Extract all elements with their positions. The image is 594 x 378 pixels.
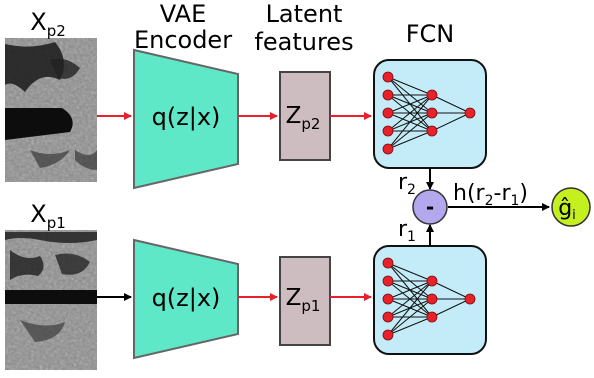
nn-node <box>382 311 394 323</box>
nn-edge <box>387 316 433 336</box>
nn-node <box>426 89 438 101</box>
output-function-label: h(r2-r1) <box>453 181 528 209</box>
result-label: ĝi <box>558 196 576 223</box>
nn-node <box>382 89 394 101</box>
nn-edge <box>387 112 433 150</box>
encoder-label-bottom: q(z|x) <box>152 284 221 312</box>
nn-node <box>426 107 438 119</box>
encoder-top <box>133 48 239 190</box>
nn-edge <box>431 94 471 114</box>
nn-node <box>382 143 394 155</box>
fcn-header: FCN <box>406 20 455 48</box>
result-circle <box>551 187 591 227</box>
latent-label-bottom: Zp1 <box>286 285 321 315</box>
r2-label: r2 <box>398 170 416 198</box>
nn-node <box>382 293 394 305</box>
latent-header-line1: Latent <box>266 0 343 28</box>
nn-node <box>426 293 438 305</box>
encoder-label-top: q(z|x) <box>152 103 221 131</box>
nn-node <box>382 71 394 83</box>
latent-box-bottom <box>279 256 331 346</box>
subtract-operator-icon <box>412 189 448 225</box>
nn-edge <box>387 280 433 318</box>
nn-edge <box>431 298 471 318</box>
nn-node <box>426 125 438 137</box>
nn-edge <box>387 76 433 96</box>
nn-node <box>464 107 476 119</box>
nn-edge <box>387 94 433 150</box>
nn-node <box>382 107 394 119</box>
nn-edge <box>387 280 433 300</box>
nn-edge <box>387 262 433 282</box>
vae-header-line2: Encoder <box>134 26 232 54</box>
nn-node <box>426 275 438 287</box>
encoder-bottom <box>133 238 239 360</box>
nn-node <box>382 125 394 137</box>
nn-edge <box>387 94 433 114</box>
latent-header-line2: features <box>254 28 353 56</box>
nn-edge <box>387 298 433 336</box>
latent-box-top <box>279 71 331 161</box>
mri-image-top <box>5 38 97 182</box>
diff-operator-label: - <box>426 195 434 219</box>
r1-label: r1 <box>398 217 416 245</box>
mri-image-bottom <box>5 230 97 370</box>
nn-node <box>426 311 438 323</box>
neural-network-icon <box>382 257 476 341</box>
nn-edge <box>387 280 433 336</box>
latent-label-top: Zp2 <box>286 103 321 133</box>
nn-node <box>382 257 394 269</box>
nn-node <box>382 275 394 287</box>
nn-edge <box>387 94 433 132</box>
nn-edge <box>431 112 471 132</box>
vae-header-line1: VAE <box>160 0 206 28</box>
arrows <box>97 112 550 301</box>
nn-edge <box>387 130 433 150</box>
nn-node <box>464 293 476 305</box>
neural-network-icon <box>382 71 476 155</box>
input-label-top: Xp2 <box>30 8 66 40</box>
nn-edge <box>431 280 471 300</box>
input-label-bottom: Xp1 <box>30 200 66 232</box>
nn-node <box>382 329 394 341</box>
